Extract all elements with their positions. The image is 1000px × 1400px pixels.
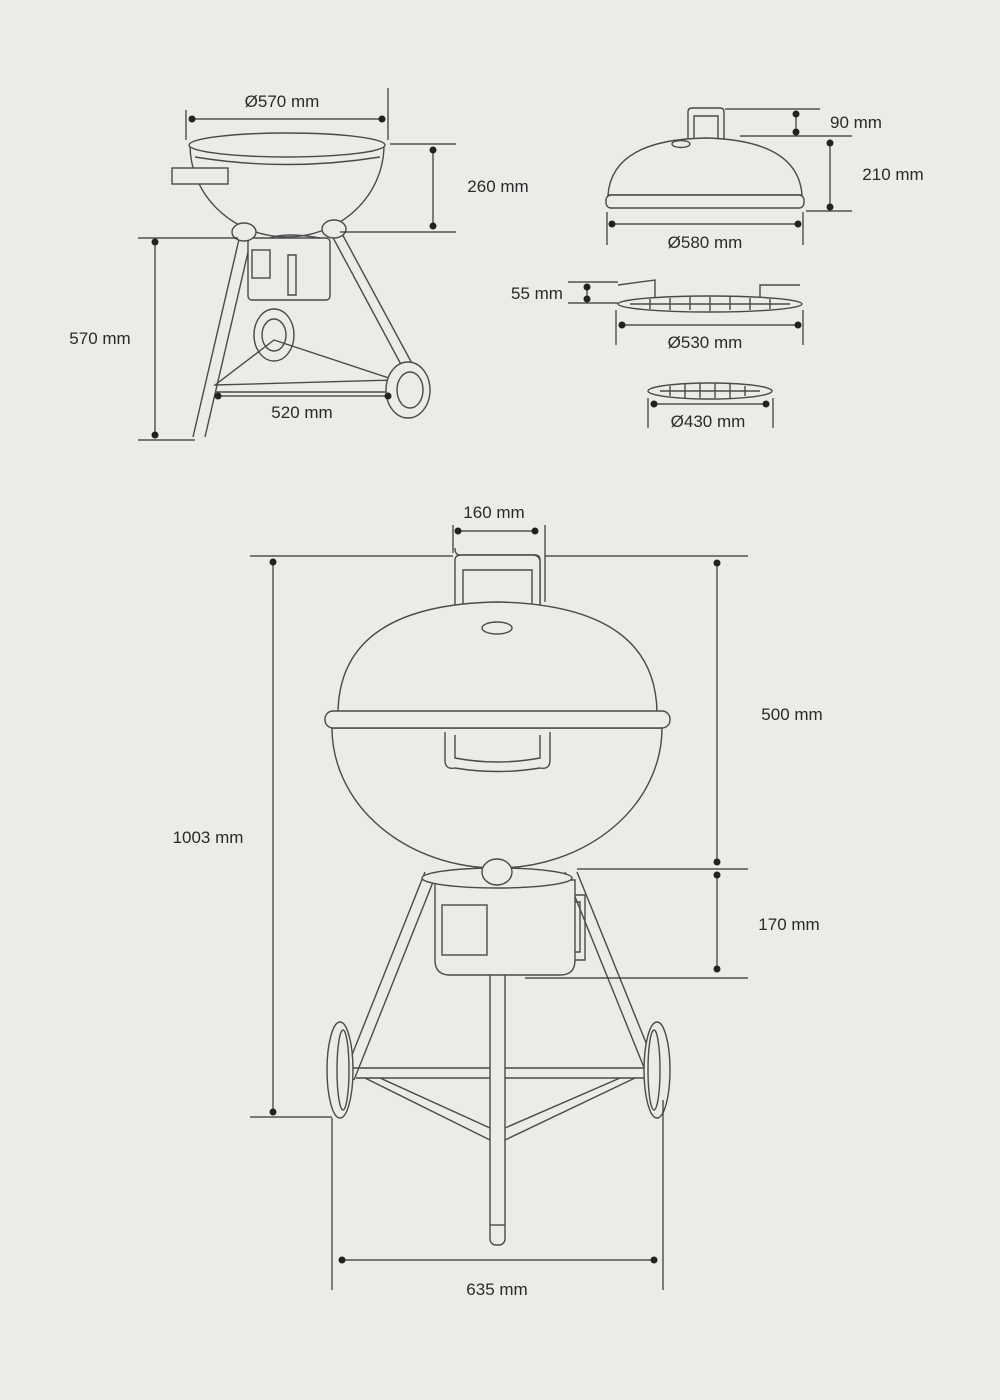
- front-view-grill: [324, 547, 671, 1246]
- lid-handle-height-label: 90 mm: [830, 113, 882, 132]
- lid-drawing: [605, 107, 852, 245]
- front-handle-width-label: 160 mm: [463, 503, 524, 522]
- side-shelf-width-label: 520 mm: [271, 403, 332, 422]
- side-leg-height-label: 570 mm: [69, 329, 130, 348]
- front-view-dimensions: [250, 525, 748, 1290]
- charcoal-grate-diameter-label: Ø430 mm: [671, 412, 746, 431]
- front-total-height-label: 1003 mm: [173, 828, 244, 847]
- lid-diameter-label: Ø580 mm: [668, 233, 743, 252]
- lid-dome-height-label: 210 mm: [862, 165, 923, 184]
- cooking-grate-drawing: [568, 279, 804, 345]
- front-wheel-width-label: 635 mm: [466, 1280, 527, 1299]
- side-view-grill: [171, 132, 431, 438]
- front-ash-catcher-height-label: 170 mm: [758, 915, 819, 934]
- side-bowl-height-label: 260 mm: [467, 177, 528, 196]
- front-upper-height-label: 500 mm: [761, 705, 822, 724]
- grate-height-label: 55 mm: [511, 284, 563, 303]
- grate-diameter-label: Ø530 mm: [668, 333, 743, 352]
- side-view-dimensions: [138, 88, 456, 441]
- side-diameter-label: Ø570 mm: [245, 92, 320, 111]
- charcoal-grate-drawing: [647, 382, 774, 428]
